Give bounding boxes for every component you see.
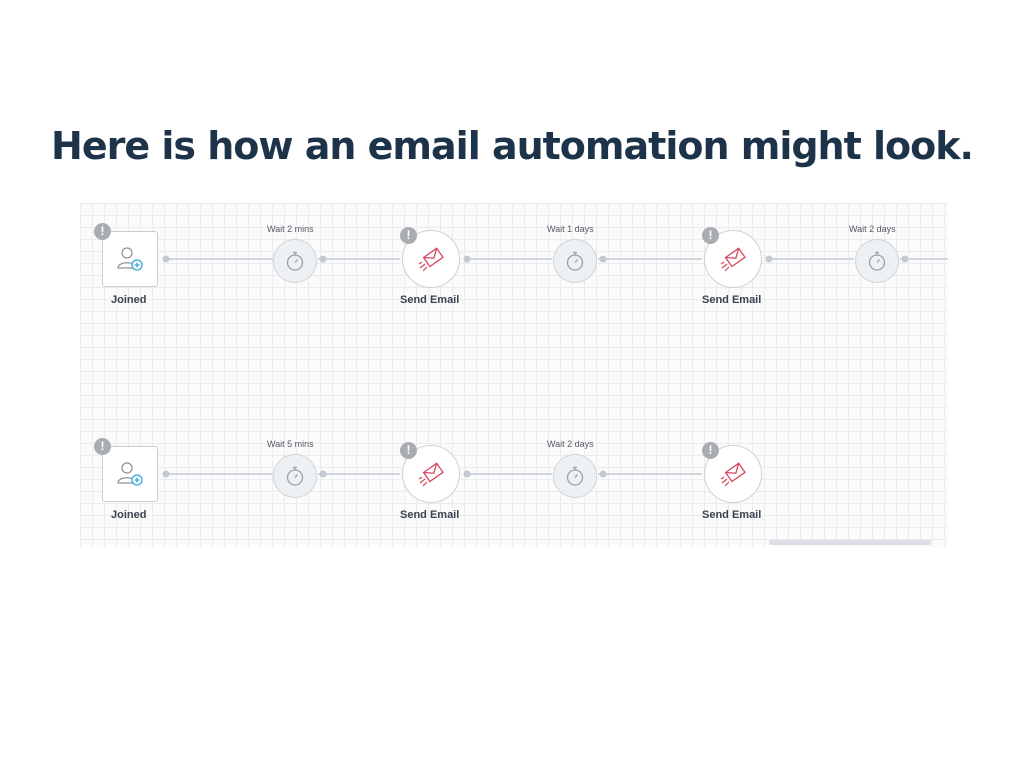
send-email-icon xyxy=(720,462,746,487)
page-title: Here is how an email automation might lo… xyxy=(51,124,974,168)
user-add-icon xyxy=(117,462,143,486)
wait-label: Wait 2 days xyxy=(547,439,594,449)
warning-badge: ! xyxy=(400,442,417,459)
email-label: Send Email xyxy=(702,509,762,521)
warning-badge: ! xyxy=(400,227,417,244)
wait-label: Wait 2 mins xyxy=(267,224,314,234)
stopwatch-icon xyxy=(566,466,584,486)
stopwatch-icon xyxy=(286,466,304,486)
connector-lines xyxy=(162,255,948,478)
warning-badge: ! xyxy=(702,227,719,244)
send-email-icon xyxy=(418,462,444,487)
trigger-node-joined[interactable] xyxy=(102,231,158,287)
horizontal-scrollbar[interactable] xyxy=(769,540,931,545)
wait-label: Wait 1 days xyxy=(547,224,594,234)
wait-node[interactable] xyxy=(855,239,899,283)
stopwatch-icon xyxy=(566,251,584,271)
email-label: Send Email xyxy=(400,509,460,521)
warning-badge: ! xyxy=(94,223,111,240)
wait-label: Wait 5 mins xyxy=(267,439,314,449)
workflow-canvas[interactable]: ! Joined Wait 2 mins ! Send Email Wait 1… xyxy=(80,203,948,547)
trigger-node-joined[interactable] xyxy=(102,446,158,502)
warning-badge: ! xyxy=(94,438,111,455)
wait-label: Wait 2 days xyxy=(849,224,896,234)
wait-node[interactable] xyxy=(553,239,597,283)
wait-node[interactable] xyxy=(273,454,317,498)
wait-node[interactable] xyxy=(273,239,317,283)
user-add-icon xyxy=(117,247,143,271)
stopwatch-icon xyxy=(286,251,304,271)
send-email-icon xyxy=(720,247,746,272)
email-label: Send Email xyxy=(400,294,460,306)
email-node[interactable] xyxy=(704,445,762,503)
warning-badge: ! xyxy=(702,442,719,459)
trigger-label: Joined xyxy=(111,509,147,521)
email-label: Send Email xyxy=(702,294,762,306)
wait-node[interactable] xyxy=(553,454,597,498)
send-email-icon xyxy=(418,247,444,272)
trigger-label: Joined xyxy=(111,294,147,306)
stopwatch-icon xyxy=(868,251,886,271)
email-node[interactable] xyxy=(402,230,460,288)
